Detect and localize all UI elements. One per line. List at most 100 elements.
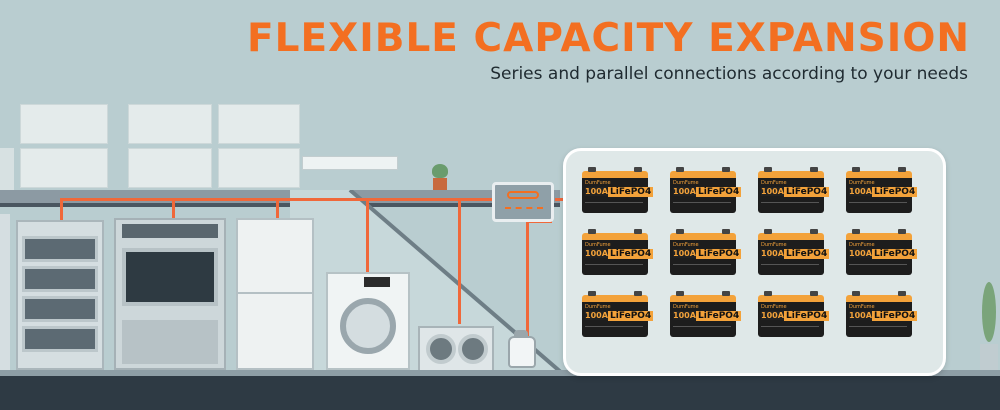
battery-terminal-icon [676,229,684,234]
battery-capacity: 100Ah [849,187,878,196]
battery-capacity: 100Ah [585,311,614,320]
air-conditioner [302,156,398,170]
subheadline: Series and parallel connections accordin… [490,64,968,84]
battery-chemistry: LiFePO4 [784,187,830,197]
battery-brand: DumFume [761,304,787,310]
headline: FLEXIBLE CAPACITY EXPANSION [247,16,970,61]
refrigerator [236,218,314,370]
battery-brand: DumFume [585,242,611,248]
battery-chemistry: LiFePO4 [696,249,742,259]
battery-brand: DumFume [673,180,699,186]
washing-machine [326,272,410,370]
battery-spec-strip [761,202,819,210]
speaker [418,326,494,372]
inverter-box [492,182,554,222]
kettle [506,330,540,370]
battery-capacity: 100Ah [585,249,614,258]
battery-spec-strip [673,326,731,334]
battery-chemistry: LiFePO4 [608,249,654,259]
battery-spec-strip [673,264,731,272]
battery-terminal-icon [852,291,860,296]
battery-terminal-icon [722,291,730,296]
battery-chemistry: LiFePO4 [872,249,918,259]
battery-chemistry: LiFePO4 [696,311,742,321]
battery-spec-strip [585,264,643,272]
battery-terminal-icon [634,167,642,172]
battery-terminal-icon [810,291,818,296]
battery-terminal-icon [810,167,818,172]
battery-capacity: 100Ah [761,311,790,320]
battery-brand: DumFume [849,180,875,186]
battery-spec-strip [761,326,819,334]
battery-chemistry: LiFePO4 [608,187,654,197]
battery-terminal-icon [676,167,684,172]
battery-brand: DumFume [585,180,611,186]
battery-brand: DumFume [673,242,699,248]
battery-terminal-icon [764,229,772,234]
battery-chemistry: LiFePO4 [784,249,830,259]
battery-capacity: 100Ah [673,249,702,258]
battery-terminal-icon [852,229,860,234]
plant-pot-icon [428,164,452,192]
battery-terminal-icon [898,229,906,234]
battery-capacity: 100Ah [673,311,702,320]
battery-capacity: 100Ah [849,249,878,258]
battery-spec-strip [849,202,907,210]
battery-terminal-icon [764,167,772,172]
battery-capacity: 100Ah [849,311,878,320]
wall-oven [114,218,226,370]
battery-capacity: 100Ah [585,187,614,196]
power-wire [60,198,500,201]
battery-brand: DumFume [849,242,875,248]
battery-spec-strip [849,326,907,334]
battery-capacity: 100Ah [673,187,702,196]
battery-terminal-icon [588,229,596,234]
battery-terminal-icon [852,167,860,172]
battery-brand: DumFume [673,304,699,310]
battery-chemistry: LiFePO4 [608,311,654,321]
battery-chemistry: LiFePO4 [872,187,918,197]
battery-terminal-icon [722,167,730,172]
battery-brand: DumFume [761,180,787,186]
battery-capacity: 100Ah [761,187,790,196]
battery-spec-strip [761,264,819,272]
battery-terminal-icon [676,291,684,296]
battery-terminal-icon [588,167,596,172]
battery-terminal-icon [722,229,730,234]
battery-spec-strip [585,202,643,210]
battery-terminal-icon [588,291,596,296]
battery-chemistry: LiFePO4 [696,187,742,197]
battery-spec-strip [849,264,907,272]
battery-terminal-icon [898,291,906,296]
battery-brand: DumFume [585,304,611,310]
battery-terminal-icon [634,291,642,296]
battery-chemistry: LiFePO4 [872,311,918,321]
battery-brand: DumFume [761,242,787,248]
battery-spec-strip [585,326,643,334]
battery-terminal-icon [634,229,642,234]
battery-chemistry: LiFePO4 [784,311,830,321]
battery-terminal-icon [810,229,818,234]
floor [0,370,1000,410]
battery-brand: DumFume [849,304,875,310]
battery-capacity: 100Ah [761,249,790,258]
plant-icon [978,282,1000,372]
battery-terminal-icon [898,167,906,172]
battery-spec-strip [673,202,731,210]
oven-cabinet [16,220,104,370]
battery-terminal-icon [764,291,772,296]
